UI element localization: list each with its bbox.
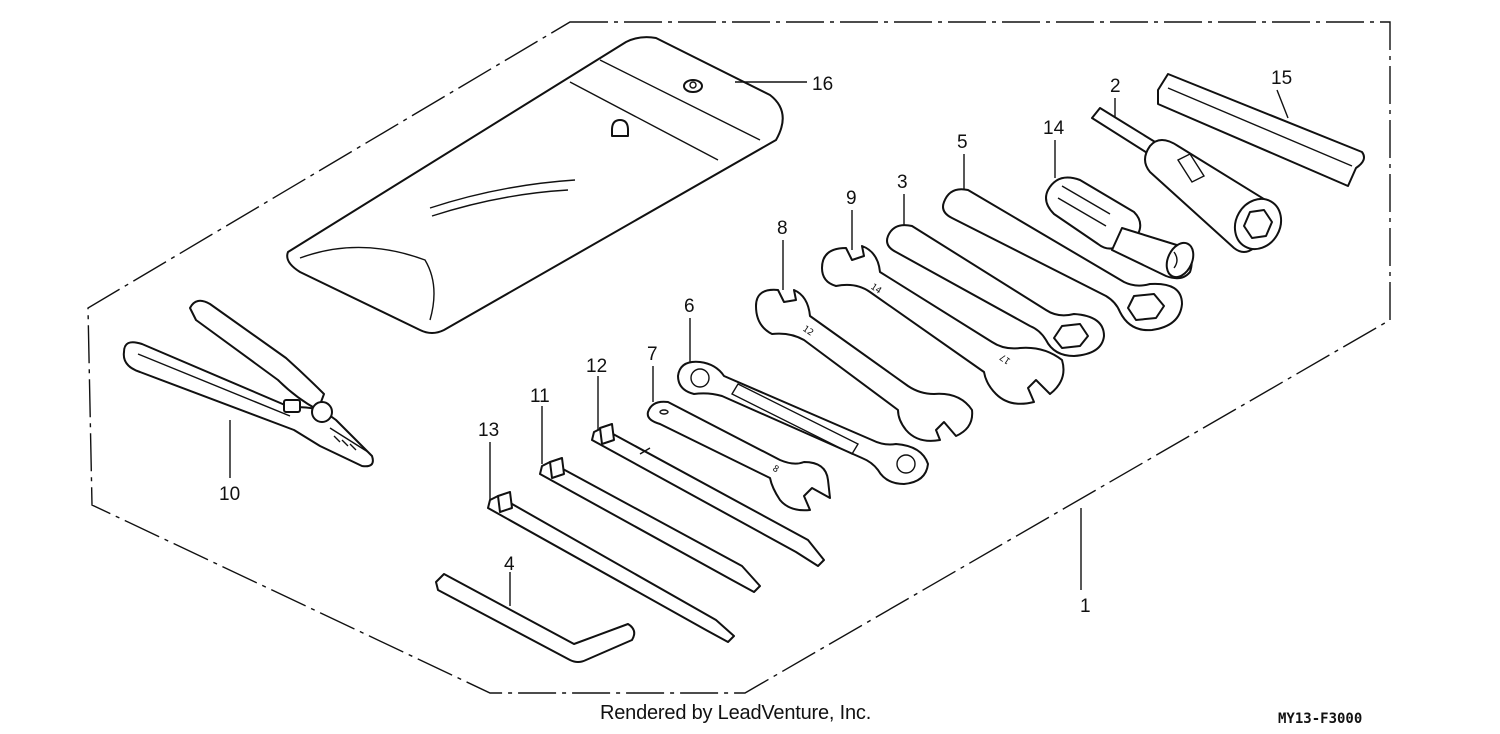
label-10: 10 — [219, 484, 240, 505]
label-16: 16 — [812, 74, 833, 95]
rendered-by-credit: Rendered by LeadVenture, Inc. — [600, 702, 872, 724]
label-2: 2 — [1110, 76, 1121, 97]
stamp-8: 8 — [771, 464, 781, 475]
label-5: 5 — [957, 132, 968, 153]
box-wrench-large — [942, 188, 1183, 332]
screwdriver-long — [591, 423, 825, 567]
open-end-wrench-8x10: 8 — [646, 400, 831, 512]
label-8: 8 — [777, 218, 788, 239]
label-12: 12 — [586, 356, 607, 377]
box-wrench-medium — [886, 224, 1105, 357]
label-14: 14 — [1043, 118, 1065, 139]
label-11: 11 — [530, 386, 550, 407]
label-9: 9 — [846, 188, 857, 209]
tool-bag — [286, 36, 784, 334]
spark-plug-wrench — [1091, 107, 1283, 253]
label-15: 15 — [1271, 68, 1292, 89]
open-end-wrench-10x12: 12 — [755, 288, 974, 442]
screwdriver-medium — [539, 457, 761, 593]
callout-labels: 1 2 3 4 5 6 7 8 9 10 11 12 13 14 15 16 — [219, 68, 1292, 617]
label-3: 3 — [897, 172, 908, 193]
kit-outline — [87, 21, 1391, 694]
leader-lines — [229, 81, 1289, 606]
tool-band — [1157, 73, 1365, 187]
diagram-code: MY13-F3000 — [1278, 711, 1363, 727]
label-13: 13 — [478, 420, 499, 441]
screwdriver-short — [487, 491, 735, 643]
open-end-wrench-14x17: 14 17 — [821, 245, 1065, 405]
label-7: 7 — [647, 344, 658, 365]
combination-wrench — [677, 360, 929, 485]
label-4: 4 — [504, 554, 515, 575]
hex-wrench — [435, 573, 636, 663]
label-6: 6 — [684, 296, 695, 317]
label-1: 1 — [1080, 596, 1091, 617]
screwdriver-handle — [1045, 176, 1195, 280]
pliers — [122, 299, 374, 468]
